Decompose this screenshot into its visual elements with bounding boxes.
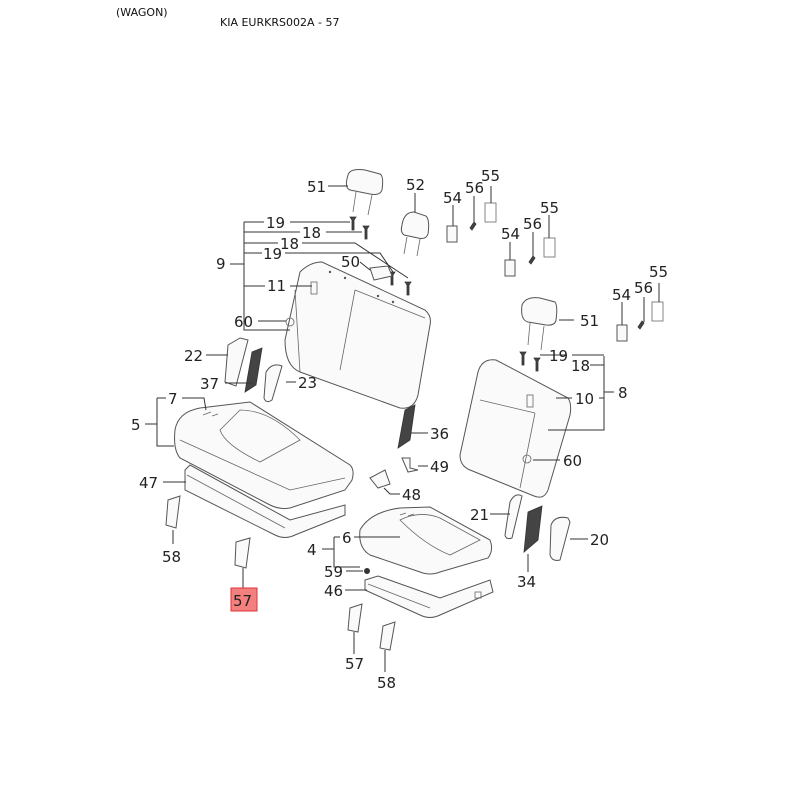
callout-51[interactable]: 51 — [580, 312, 599, 330]
callout-54[interactable]: 54 — [612, 286, 631, 304]
bracket-49 — [401, 457, 419, 473]
bracket-57-right — [347, 603, 363, 633]
callout-57-highlighted[interactable]: 57 — [233, 592, 252, 610]
callout-34[interactable]: 34 — [517, 573, 536, 591]
callout-18[interactable]: 18 — [302, 224, 321, 242]
callout-55[interactable]: 55 — [481, 167, 500, 185]
switch-group-c — [616, 301, 664, 342]
diagram-reference: KIA EURKRS002A - 57 — [220, 16, 340, 29]
callout-19[interactable]: 19 — [266, 214, 285, 232]
callout-50[interactable]: 50 — [341, 253, 360, 271]
left-cushion-frame — [184, 464, 346, 538]
callout-22[interactable]: 22 — [184, 347, 203, 365]
callout-54[interactable]: 54 — [443, 189, 462, 207]
callout-36[interactable]: 36 — [430, 425, 449, 443]
right-seat-cushion — [359, 506, 493, 575]
callout-18[interactable]: 18 — [571, 357, 590, 375]
cover-21 — [504, 494, 523, 540]
callout-60[interactable]: 60 — [234, 313, 253, 331]
callout-19[interactable]: 19 — [263, 245, 282, 263]
switch-group-a — [446, 202, 497, 243]
callout-48[interactable]: 48 — [402, 486, 421, 504]
variant-label: (WAGON) — [116, 6, 168, 19]
callout-8[interactable]: 8 — [618, 384, 628, 402]
callout-55[interactable]: 55 — [649, 263, 668, 281]
left-seatback — [284, 261, 431, 409]
left-seat-cushion — [174, 401, 354, 510]
callout-18[interactable]: 18 — [280, 235, 299, 253]
cover-20 — [549, 516, 571, 561]
callout-55[interactable]: 55 — [540, 199, 559, 217]
hinge-34 — [523, 505, 543, 553]
headrest-51-right — [521, 297, 558, 351]
callout-37[interactable]: 37 — [200, 375, 219, 393]
callout-46[interactable]: 46 — [324, 582, 343, 600]
part-50 — [369, 265, 393, 281]
cover-22 — [224, 337, 249, 387]
callout-21[interactable]: 21 — [470, 506, 489, 524]
callout-51[interactable]: 51 — [307, 178, 326, 196]
callout-60[interactable]: 60 — [563, 452, 582, 470]
callout-58[interactable]: 58 — [377, 674, 396, 692]
right-seatback — [459, 359, 572, 498]
screws — [349, 216, 541, 372]
callout-5[interactable]: 5 — [131, 416, 141, 434]
switch-group-b — [504, 237, 556, 277]
cover-23 — [263, 364, 283, 403]
bracket-57-left — [234, 537, 251, 569]
bracket-58-right — [379, 621, 396, 651]
hinge-36 — [397, 404, 416, 449]
callout-4[interactable]: 4 — [307, 541, 317, 559]
right-cushion-frame — [364, 575, 494, 618]
callout-54[interactable]: 54 — [501, 225, 520, 243]
callout-9[interactable]: 9 — [216, 255, 226, 273]
callout-6[interactable]: 6 — [342, 529, 352, 547]
leader-lines — [145, 185, 660, 672]
callout-56[interactable]: 56 — [523, 215, 542, 233]
callout-19[interactable]: 19 — [549, 347, 568, 365]
headrest-51-left — [345, 169, 384, 216]
callout-57[interactable]: 57 — [345, 655, 364, 673]
bracket-58-left — [165, 495, 181, 529]
callout-7[interactable]: 7 — [168, 390, 178, 408]
callout-10[interactable]: 10 — [575, 390, 594, 408]
callout-20[interactable]: 20 — [590, 531, 609, 549]
hinge-37 — [244, 347, 263, 393]
clip-59 — [364, 568, 370, 574]
callout-49[interactable]: 49 — [430, 458, 449, 476]
bracket-48 — [369, 469, 391, 489]
highlight-box-57[interactable] — [230, 587, 258, 612]
callout-58[interactable]: 58 — [162, 548, 181, 566]
callout-56[interactable]: 56 — [465, 179, 484, 197]
callout-11[interactable]: 11 — [267, 277, 286, 295]
callout-56[interactable]: 56 — [634, 279, 653, 297]
callout-59[interactable]: 59 — [324, 563, 343, 581]
callout-52[interactable]: 52 — [406, 176, 425, 194]
headrest-52 — [400, 211, 430, 257]
callout-47[interactable]: 47 — [139, 474, 158, 492]
callout-23[interactable]: 23 — [298, 374, 317, 392]
